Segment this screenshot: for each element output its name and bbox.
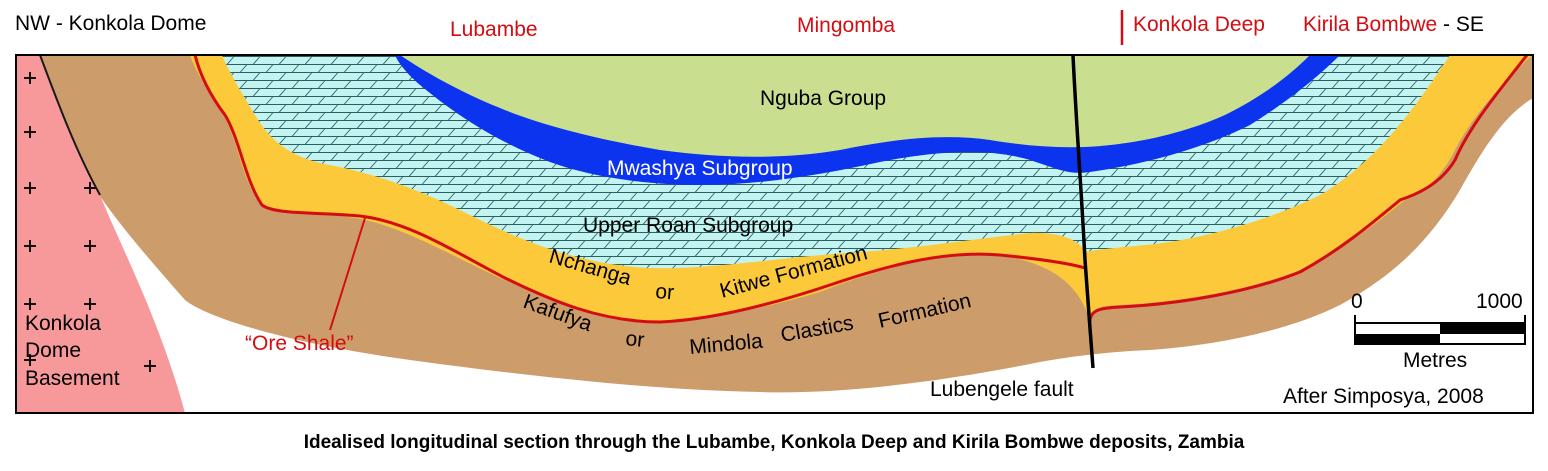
label-credit: After Simposya, 2008	[1283, 385, 1484, 408]
header-kirila-bombwe-se: Kirila Bombwe - SE	[1303, 13, 1484, 36]
header-kirila-bombwe: Kirila Bombwe	[1303, 13, 1437, 36]
ore-shale-contact-west	[193, 55, 1086, 324]
basement-body	[16, 55, 185, 413]
ore-shale-contact	[1088, 55, 1529, 323]
scale-bar-seg-1	[1355, 334, 1440, 344]
label-kafufya-2: or	[624, 327, 645, 352]
header-konkola-deep: Konkola Deep	[1133, 13, 1265, 36]
label-mwashya-subgroup: Mwashya Subgroup	[607, 157, 793, 180]
label-lubengele-fault: Lubengele fault	[930, 378, 1074, 401]
label-basement-2: Dome	[25, 339, 81, 362]
basement-contact	[39, 55, 101, 196]
scale-bar-start: 0	[1351, 290, 1363, 313]
label-ore-shale: “Ore Shale”	[245, 332, 354, 355]
figure-caption: Idealised longitudinal section through t…	[304, 432, 1245, 453]
scale-bar-end: 1000	[1476, 290, 1523, 313]
basement-crosses	[24, 72, 156, 372]
label-basement-3: Basement	[25, 367, 120, 390]
header-lubambe: Lubambe	[450, 18, 538, 41]
lubengele-fault-line	[1071, 55, 1095, 369]
header-nw-konkola-dome: NW - Konkola Dome	[15, 12, 206, 35]
scale-bar-unit: Metres	[1403, 349, 1467, 372]
header-se: - SE	[1437, 13, 1484, 36]
section-frame	[15, 54, 1534, 414]
label-basement-1: Konkola	[25, 312, 101, 335]
ore-shale-leader	[329, 217, 366, 331]
label-nguba-group: Nguba Group	[760, 87, 886, 110]
scale-bar: 0 1000 Metres	[1351, 290, 1526, 372]
scale-bar-seg-2	[1440, 323, 1525, 334]
label-nchanga-2: or	[655, 280, 675, 304]
nguba-layer	[400, 55, 1310, 157]
header-mingomba: Mingomba	[797, 14, 895, 37]
label-upper-roan-subgroup: Upper Roan Subgroup	[583, 214, 793, 237]
